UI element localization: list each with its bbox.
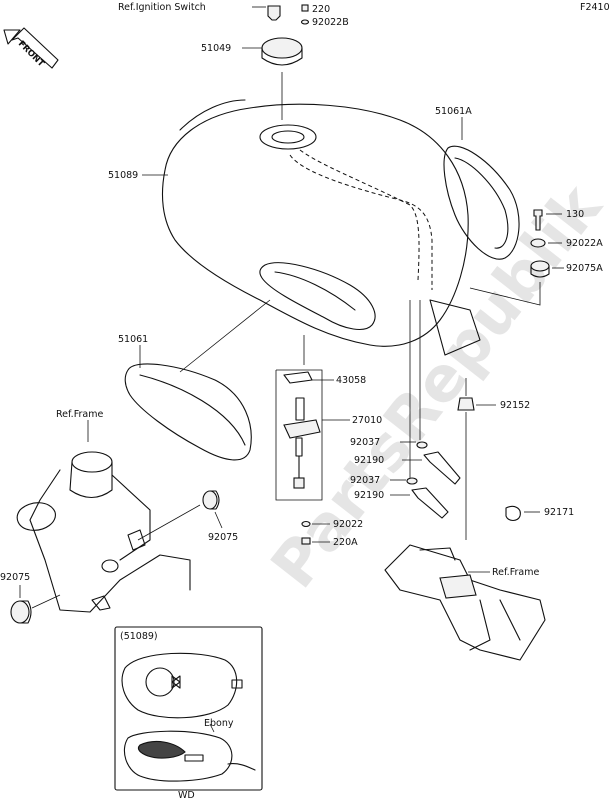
label-92075a: 92075A: [566, 263, 603, 274]
bolt-220-part: [301, 4, 309, 12]
front-arrow-label: FRONT: [16, 39, 46, 69]
label-ref-ignition-switch: Ref.Ignition Switch: [118, 2, 206, 13]
grommet-92075-mid-part: [202, 490, 220, 510]
front-arrow-icon: FRONT: [3, 27, 59, 69]
bolt-220a-part: [301, 537, 311, 545]
inset-tank-plain: [121, 652, 243, 719]
side-cover-left-part: [124, 363, 252, 461]
clip-92152-part: [457, 397, 475, 411]
inset-footer: WD: [178, 790, 195, 800]
grommet-92075-left-part: [10, 600, 32, 624]
label-43058: 43058: [336, 375, 366, 386]
inset-tank-ebony: [123, 730, 256, 782]
clip-92171-part: [505, 505, 521, 522]
label-92022b: 92022B: [312, 17, 349, 28]
label-130: 130: [566, 209, 584, 220]
label-220: 220: [312, 4, 330, 15]
watermark-text: PartsRepublik: [257, 170, 611, 602]
label-92022: 92022: [333, 519, 363, 530]
inset-variant-label: Ebony: [204, 718, 234, 729]
label-92190-b: 92190: [354, 490, 384, 501]
label-92075-left: 92075: [0, 572, 30, 583]
label-92075-mid: 92075: [208, 532, 238, 543]
frame-right-part: [384, 544, 546, 661]
hose-92190-b-part: [411, 487, 449, 519]
fuel-cap-part: [261, 37, 303, 66]
label-ref-frame-right: Ref.Frame: [492, 567, 539, 578]
washer-92022b-part: [300, 19, 310, 25]
label-27010: 27010: [352, 415, 382, 426]
label-92190-a: 92190: [354, 455, 384, 466]
washer-92022-part: [301, 520, 311, 528]
label-92037-b: 92037: [350, 475, 380, 486]
label-92037-a: 92037: [350, 437, 380, 448]
washer-92022a-part: [530, 238, 546, 248]
fuel-pump-part: [283, 397, 321, 489]
label-51061: 51061: [118, 334, 148, 345]
side-cover-right-part: [443, 145, 520, 260]
label-ref-frame-left: Ref.Frame: [56, 409, 103, 420]
label-92022a: 92022A: [566, 238, 603, 249]
inset-box: (51089) Ebony WD: [114, 626, 263, 800]
gasket-43058-part: [283, 371, 313, 384]
hose-clamp-92037-b-part: [406, 477, 418, 485]
label-51049: 51049: [201, 43, 231, 54]
bolt-130-part: [533, 209, 543, 231]
hose-clamp-92037-a-part: [416, 441, 428, 449]
inset-title: (51089): [120, 631, 158, 642]
label-51061a: 51061A: [435, 106, 472, 117]
diagram-code: F2410: [580, 2, 610, 13]
frame-left-part: [16, 451, 191, 613]
label-92171: 92171: [544, 507, 574, 518]
fuel-tank-part: [161, 99, 481, 356]
hose-92190-a-part: [423, 451, 461, 485]
ignition-cap-part: [267, 5, 281, 21]
label-92152: 92152: [500, 400, 530, 411]
label-220a: 220A: [333, 537, 358, 548]
grommet-92075a-part: [530, 260, 550, 278]
label-51089: 51089: [108, 170, 138, 181]
